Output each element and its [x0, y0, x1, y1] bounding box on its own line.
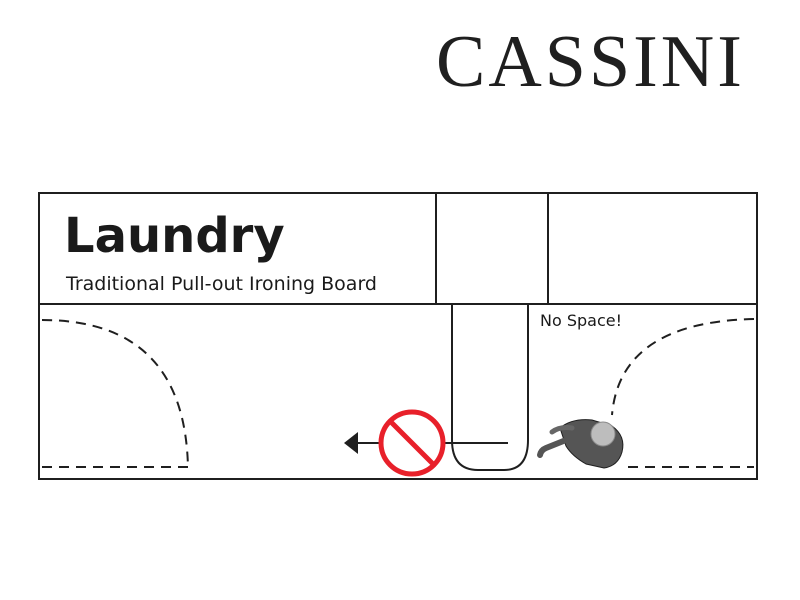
room-subtitle: Traditional Pull-out Ironing Board [66, 273, 377, 295]
prohibition-icon [378, 409, 446, 477]
brand-logo: CASSINI [436, 21, 745, 103]
ironing-board [451, 304, 529, 471]
left-door-swing [41, 319, 189, 469]
room-title: Laundry [64, 208, 285, 264]
arrow-left-icon [344, 432, 358, 454]
person-icon [537, 419, 624, 469]
no-space-callout: No Space! [540, 311, 623, 330]
room-outline [38, 192, 758, 480]
right-door-swing [611, 318, 755, 416]
